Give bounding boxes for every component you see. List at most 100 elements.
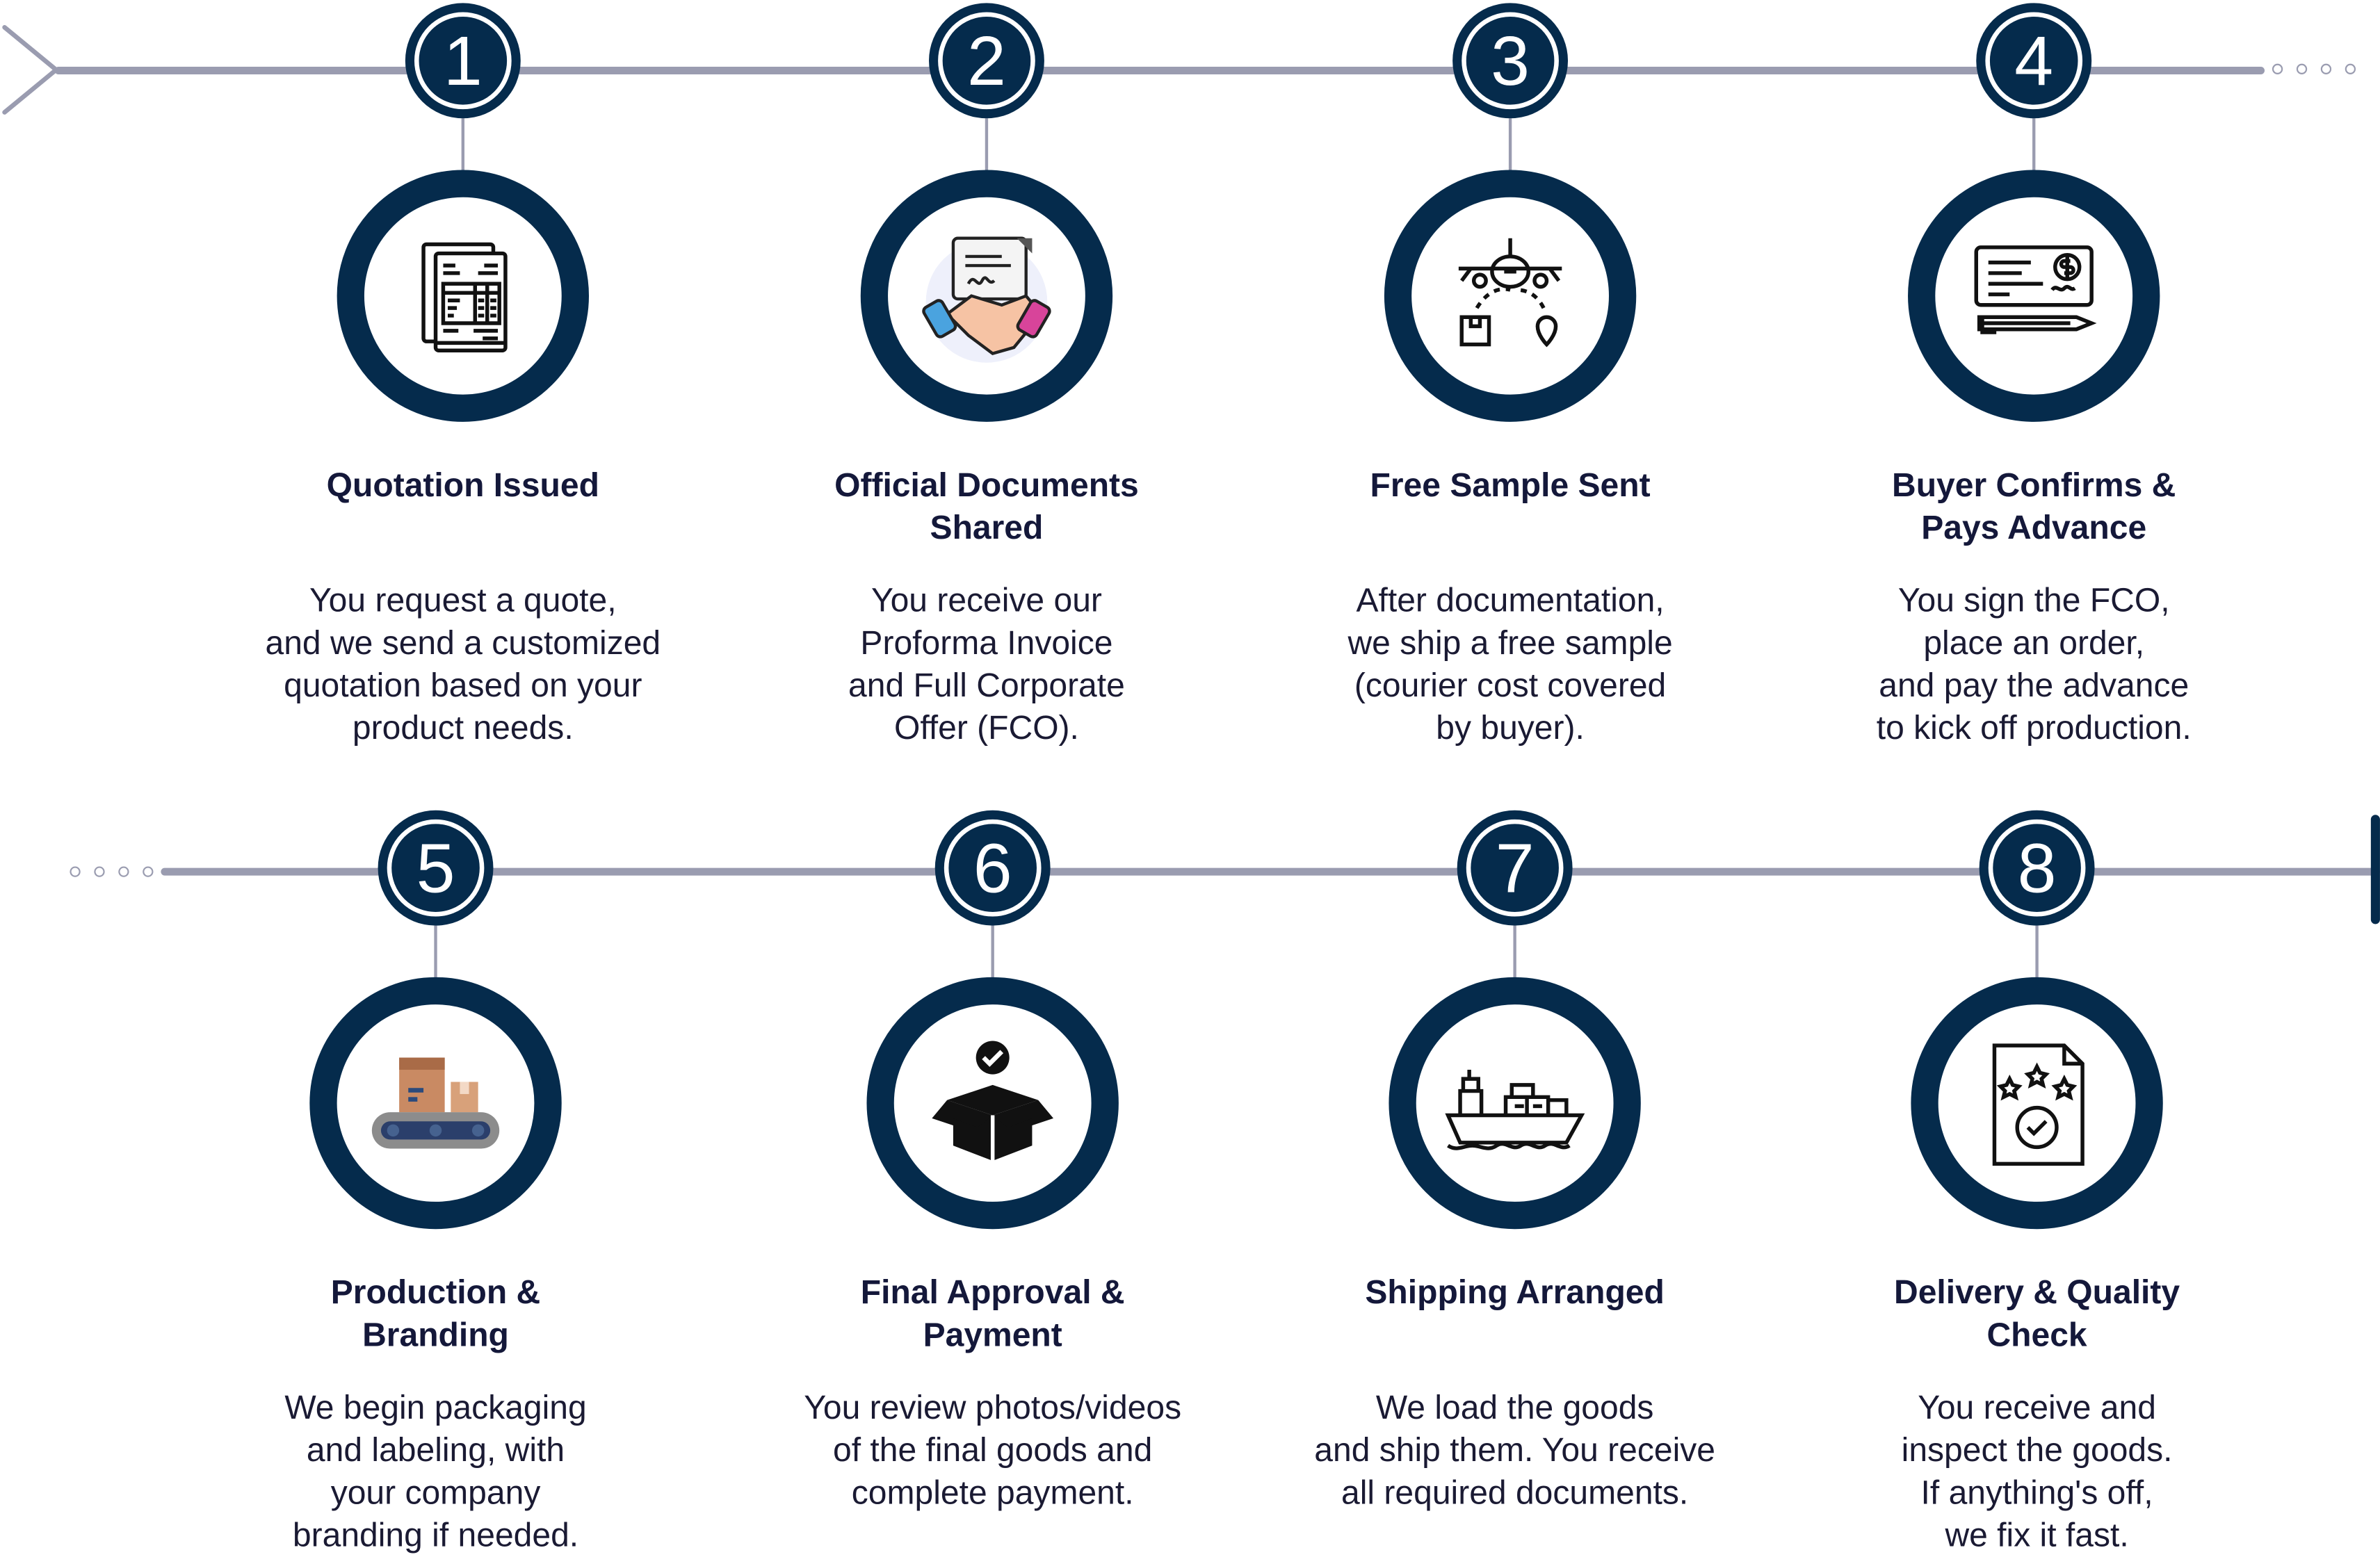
cargo-ship-icon [1445, 1070, 1585, 1150]
step-title-line: Shared [930, 508, 1044, 546]
step-description-line: You receive and [1918, 1388, 2156, 1427]
step-description-line: we ship a free sample [1347, 623, 1673, 662]
step-number-badge: 4 [1976, 3, 2092, 119]
timeline-line-bottom [161, 867, 2380, 876]
continuation-dots-top [2272, 63, 2356, 74]
step-icon-circle [309, 977, 562, 1230]
step-number: 6 [973, 828, 1012, 908]
step-description-line: we fix it fast. [1945, 1515, 2129, 1554]
step-description-line: complete payment. [851, 1473, 1134, 1512]
step-number-badge: 1 [405, 3, 521, 119]
connector-line [991, 925, 994, 981]
step-title: Production &Branding [163, 1271, 709, 1356]
step-description-line: Proforma Invoice [860, 623, 1113, 662]
step-description-line: of the final goods and [833, 1430, 1153, 1469]
step-description-line: all required documents. [1341, 1473, 1689, 1512]
conveyor-boxes-icon [371, 1057, 500, 1149]
step-description-line: Offer (FCO). [893, 708, 1079, 747]
step-number-badge: 8 [1979, 810, 2095, 926]
step-description-line: and Full Corporate [848, 666, 1125, 704]
step-number-badge: 7 [1457, 810, 1573, 926]
step-description-line: We begin packaging [284, 1388, 587, 1427]
step-description: You request a quote, and we send a custom… [159, 580, 766, 749]
step-title-line: Production & [330, 1273, 541, 1312]
step-description-line: your company [330, 1473, 541, 1512]
timeline-end-bar [2370, 815, 2380, 924]
step-description-line: After documentation, [1356, 581, 1665, 619]
step-title-line: Branding [362, 1315, 509, 1354]
handshake-contract-icon [922, 236, 1051, 363]
step-description-line: to kick off production. [1876, 708, 2192, 747]
step-title-line: Shipping Arranged [1365, 1273, 1665, 1312]
step-icon-circle [337, 170, 590, 422]
step-title-line: Buyer Confirms & [1892, 466, 2176, 504]
step-title-line: Delivery & Quality [1894, 1273, 2180, 1312]
step-description-line: product needs. [352, 708, 574, 747]
step-icon-circle [1389, 977, 1641, 1230]
quality-certificate-icon [1992, 1043, 2084, 1166]
step-description-line: place an order, [1923, 623, 2145, 662]
step-title-line: Quotation Issued [326, 466, 599, 504]
step-number-badge: 2 [928, 3, 1044, 119]
check-payment-pen-icon [1974, 245, 2097, 334]
connector-line [461, 118, 464, 173]
step-icon-circle [866, 977, 1119, 1230]
step-number: 5 [416, 828, 455, 908]
step-description-line: and we send a customized [265, 623, 661, 662]
step-description-line: and ship them. You receive [1314, 1430, 1715, 1469]
continuation-dots-bottom [70, 866, 154, 877]
step-title-line: Payment [923, 1315, 1062, 1354]
step-title-line: Final Approval & [860, 1273, 1125, 1312]
step-icon-circle [1911, 977, 2163, 1230]
airplane-delivery-icon [1458, 238, 1562, 348]
step-description-line: and labeling, with [306, 1430, 565, 1469]
step-title-line: Official Documents [834, 466, 1139, 504]
step-number-badge: 5 [378, 810, 494, 926]
timeline-line-top [54, 67, 2265, 74]
connector-line [1513, 925, 1516, 981]
step-title: Buyer Confirms &Pays Advance [1760, 464, 2307, 549]
step-title: Quotation Issued [190, 464, 736, 507]
connector-line [985, 118, 989, 173]
step-number: 3 [1491, 21, 1530, 101]
step-description-line: You sign the FCO, [1897, 581, 2170, 619]
step-number-badge: 3 [1452, 3, 1569, 119]
step-number: 4 [2014, 21, 2054, 101]
step-title: Final Approval &Payment [720, 1271, 1266, 1356]
step-title-line: Free Sample Sent [1370, 466, 1651, 504]
step-description-line: You review photos/videos [804, 1388, 1182, 1427]
step-number: 7 [1495, 828, 1535, 908]
step-number-badge: 6 [934, 810, 1051, 926]
connector-line [2035, 925, 2039, 981]
step-title-line: Check [1986, 1315, 2087, 1354]
step-description-line: by buyer). [1436, 708, 1585, 747]
step-icon-circle [860, 170, 1113, 422]
step-description: After documentation, we ship a free sampl… [1206, 580, 1813, 749]
step-title: Shipping Arranged [1242, 1271, 1788, 1314]
step-description-line: You receive our [871, 581, 1102, 619]
step-number: 8 [2017, 828, 2057, 908]
step-number: 2 [967, 21, 1006, 101]
step-description-line: and pay the advance [1879, 666, 2189, 704]
step-description-line: quotation based on your [284, 666, 642, 704]
step-description-line: If anything's off, [1920, 1473, 2153, 1512]
step-description-line: (courier cost covered [1354, 666, 1667, 704]
connector-line [434, 925, 437, 981]
step-description: You sign the FCO, place an order, and pay … [1731, 580, 2338, 749]
invoice-document-icon [421, 242, 508, 353]
step-icon-circle [1908, 170, 2160, 422]
connector-line [1508, 118, 1512, 173]
connector-line [2032, 118, 2036, 173]
step-description-line: We load the goods [1375, 1388, 1654, 1427]
approved-box-icon [932, 1041, 1054, 1161]
step-description-line: You request a quote, [309, 581, 617, 619]
step-description-line: inspect the goods. [1901, 1430, 2173, 1469]
